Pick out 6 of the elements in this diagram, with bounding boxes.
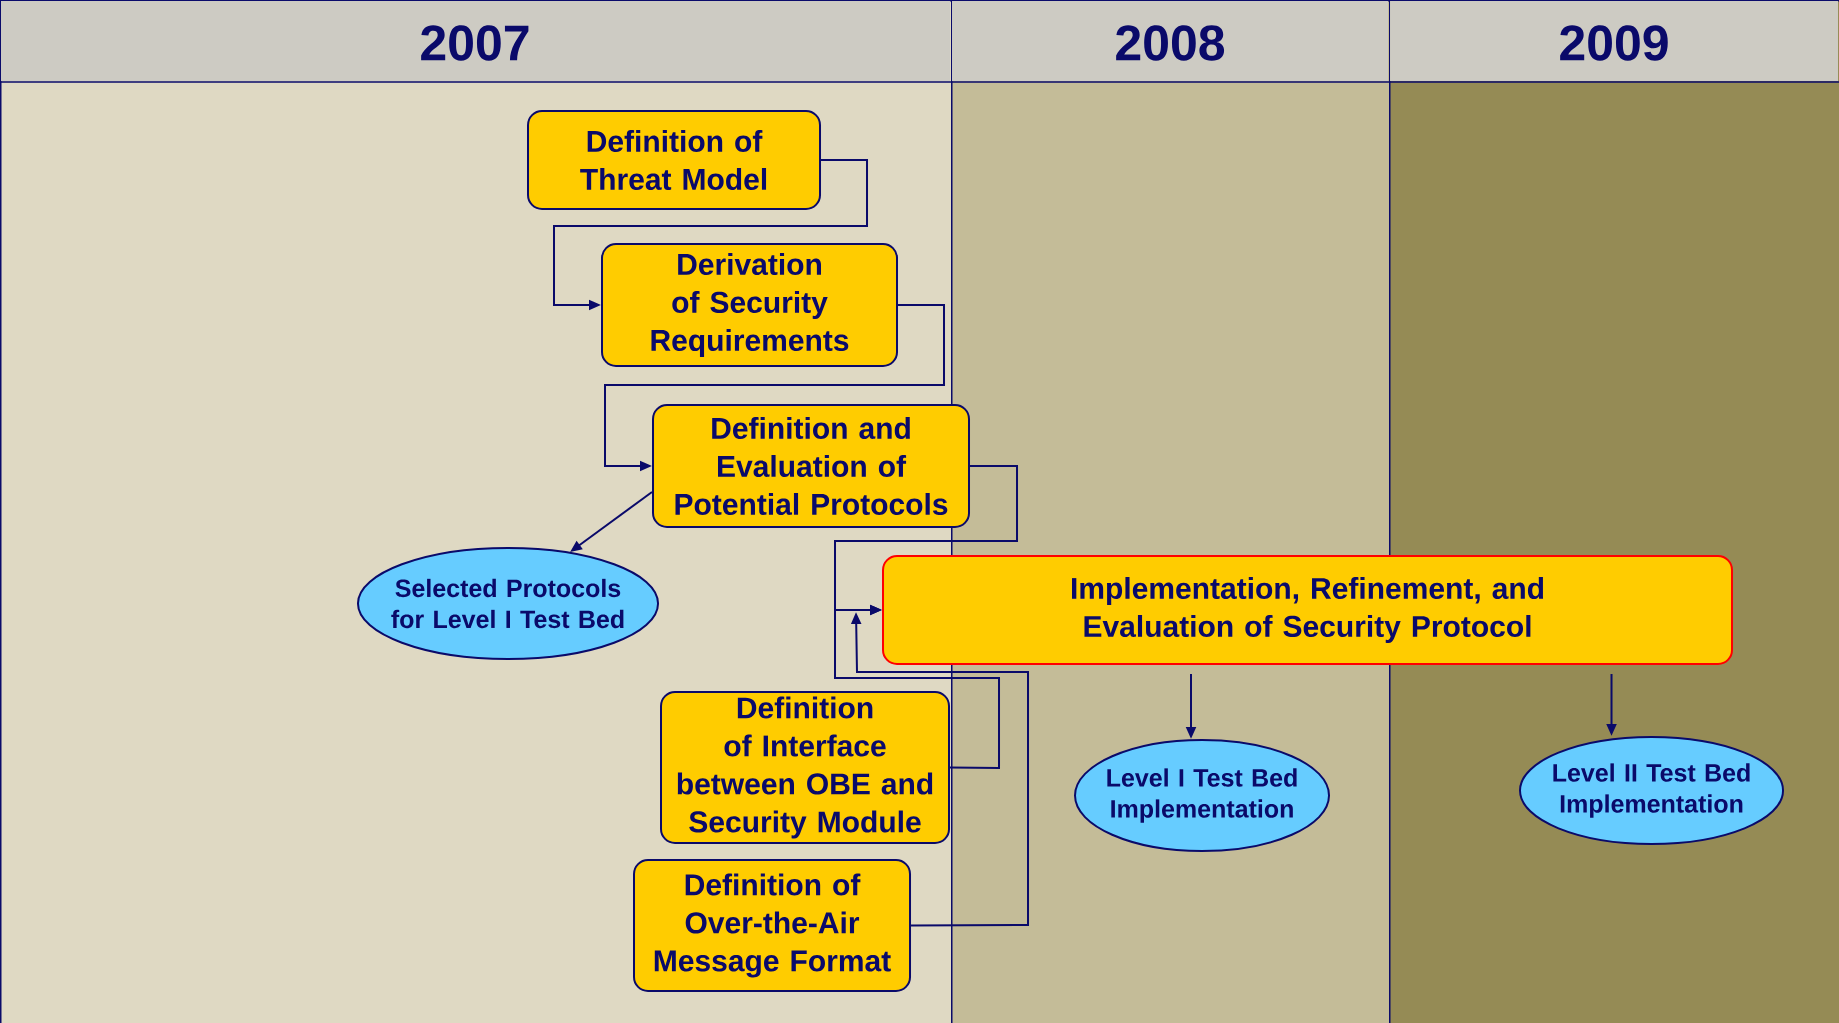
process-box: Definition of Interface between OBE and Security Module [660, 691, 950, 844]
process-box: Definition of Threat Model [527, 110, 821, 210]
process-box: Implementation, Refinement, and Evaluation of Security Protocol [882, 555, 1733, 665]
process-box: Definition of Over-the-Air Message Format [633, 859, 911, 992]
process-box: Derivation of Security Requirements [601, 243, 898, 367]
arrow [834, 604, 1000, 770]
